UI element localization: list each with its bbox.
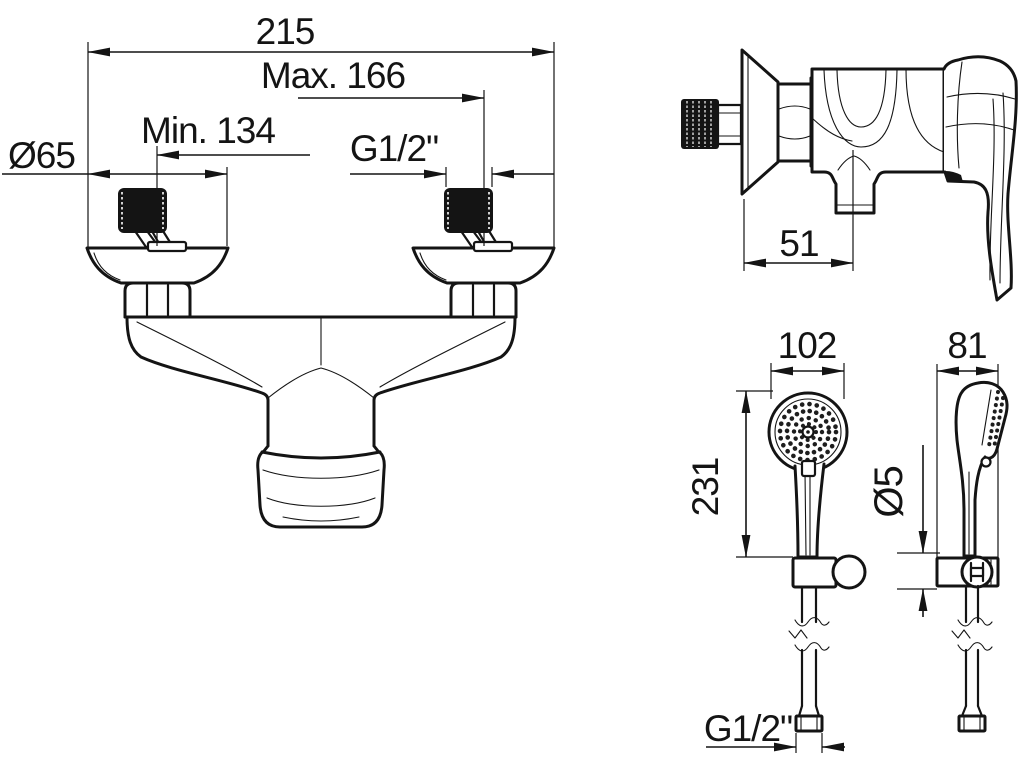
dim-label-holder-dimension: Ø5 xyxy=(867,466,911,517)
dim-label-min-center-distance: Min. 134 xyxy=(141,110,275,151)
dim-label-escutcheon-diameter: Ø65 xyxy=(8,135,75,176)
dim-label-overall-width: 215 xyxy=(256,11,315,52)
dim-label-shower-length: 231 xyxy=(685,458,726,517)
dim-label-shower-head-diameter: 102 xyxy=(778,325,837,366)
dim-label-body-depth: 51 xyxy=(779,223,818,264)
union-nut-side xyxy=(776,82,813,163)
hose-nut-front xyxy=(794,714,824,733)
escutcheon-side xyxy=(740,48,780,196)
dim-label-inlet-thread: G1/2" xyxy=(350,128,438,169)
wall-bracket-front xyxy=(791,556,838,589)
mixer-side-view xyxy=(681,48,1018,302)
dim-label-hose-thread: G1/2" xyxy=(704,708,792,749)
dim-label-shower-depth: 81 xyxy=(947,325,986,366)
mixer-front-view xyxy=(85,186,556,529)
handshower-side-view xyxy=(935,380,1009,733)
dim-label-max-center-distance: Max. 166 xyxy=(261,55,405,96)
bracket-knob xyxy=(831,554,867,590)
shower-head-side xyxy=(954,380,1009,558)
dimension-annotations: 215 Max. 166 Min. 134 Ø65 G1/2" 51 102 2… xyxy=(2,11,999,753)
threaded-inlet xyxy=(681,99,719,149)
hose-nut-side xyxy=(957,714,987,733)
lever-handle xyxy=(942,55,1018,302)
handshower-front-view xyxy=(767,391,867,733)
